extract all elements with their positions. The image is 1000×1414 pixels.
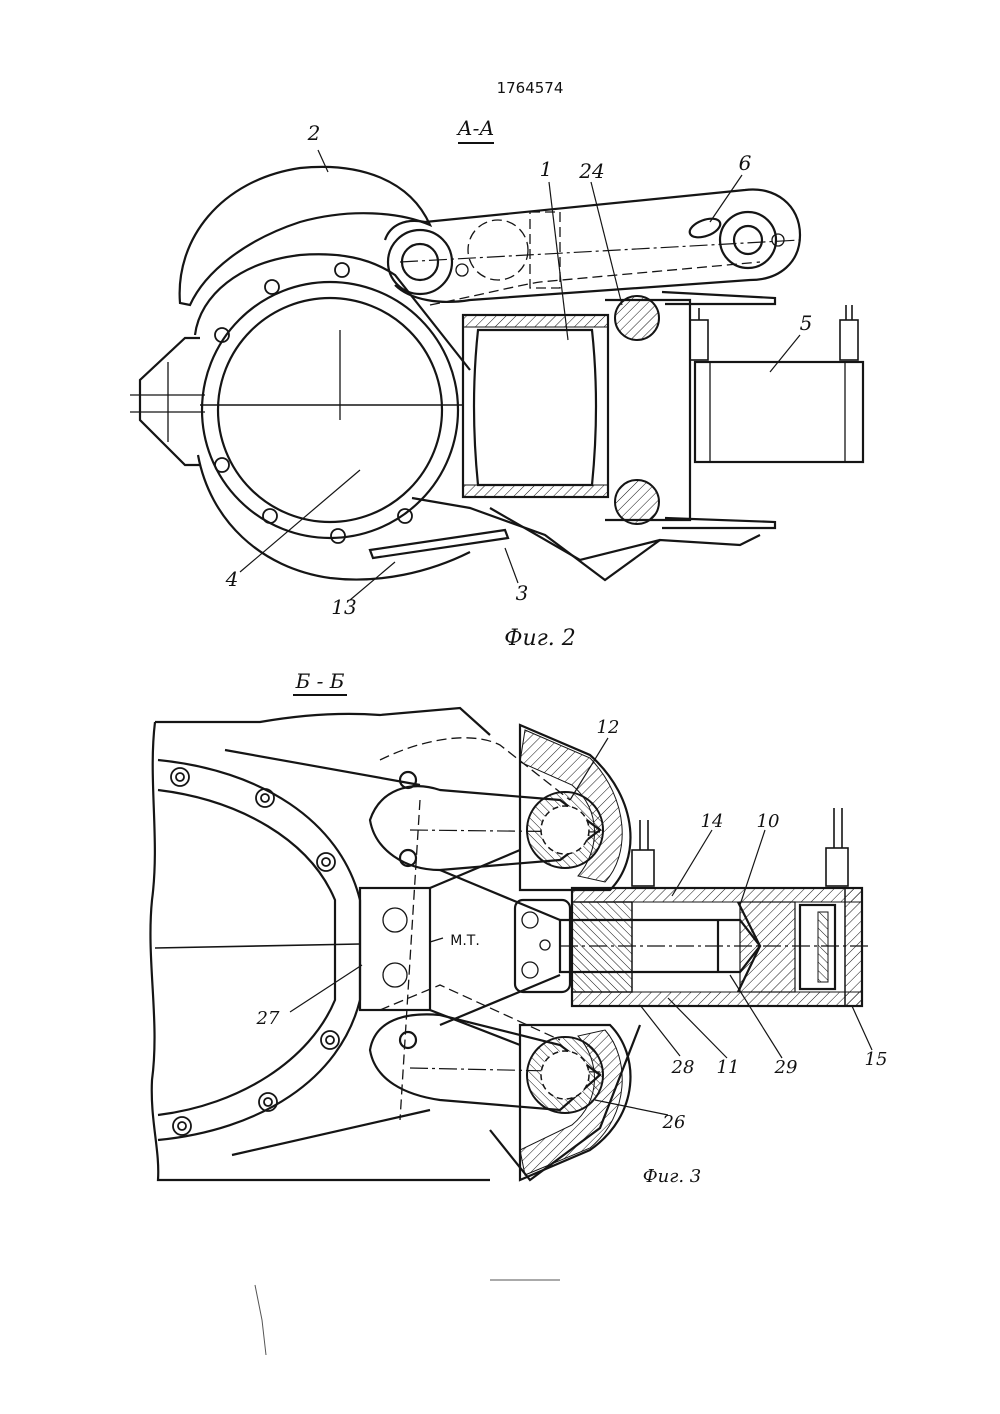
callout-14: 14 — [701, 811, 724, 832]
callout-13: 13 — [331, 595, 356, 619]
callout-2: 2 — [307, 121, 321, 145]
annotation-mt: М.Т. — [450, 933, 480, 949]
nose-cone — [140, 338, 200, 465]
jaw-bore — [218, 298, 442, 522]
callout-24: 24 — [578, 159, 604, 183]
patent-number: 1764574 — [497, 79, 564, 97]
callout-29: 29 — [774, 1057, 798, 1078]
link-block — [360, 888, 430, 1010]
cylinder-liner — [474, 330, 596, 485]
fig2-caption: Фиг. 2 — [504, 626, 576, 651]
motor-cylinder — [695, 362, 863, 462]
pivot-mid-dashed — [468, 220, 528, 280]
figure-3: Б - Б — [150, 669, 887, 1187]
callout-11: 11 — [717, 1057, 740, 1078]
callout-28: 28 — [671, 1057, 695, 1078]
fig2-section-label: А-А — [455, 116, 494, 140]
skid-plate — [370, 530, 508, 558]
callout-3: 3 — [516, 581, 529, 605]
callout-26: 26 — [662, 1112, 686, 1133]
callout-12: 12 — [597, 717, 620, 738]
scan-marks — [255, 1280, 560, 1355]
fig3-caption: Фиг. 3 — [643, 1166, 702, 1187]
fig3-split-line — [155, 944, 360, 948]
cylinder-studs — [632, 808, 848, 886]
callout-6: 6 — [739, 151, 752, 175]
pivot-right-inner — [734, 226, 762, 254]
callout-1: 1 — [540, 157, 553, 181]
slot-hole — [687, 215, 723, 241]
cylinder-housing — [463, 315, 608, 497]
pivot-left-outer — [388, 230, 452, 294]
figure-2: А-А — [130, 116, 863, 651]
motor-studs — [690, 305, 858, 360]
jaw-bolts — [215, 263, 412, 543]
pivot-right-outer — [720, 212, 776, 268]
cylinder-gland — [572, 902, 632, 992]
callout-15: 15 — [865, 1049, 888, 1070]
cylinder-end-cap — [845, 888, 862, 1006]
callout-4: 4 — [225, 567, 239, 591]
fig3-jaw-arc-inner — [158, 790, 335, 1115]
callout-5: 5 — [800, 311, 813, 335]
callout-10: 10 — [757, 811, 780, 832]
callout-27: 27 — [256, 1008, 280, 1029]
roller-lower — [615, 480, 659, 524]
lower-bracket — [412, 498, 760, 580]
fig3-section-label: Б - Б — [295, 669, 345, 693]
